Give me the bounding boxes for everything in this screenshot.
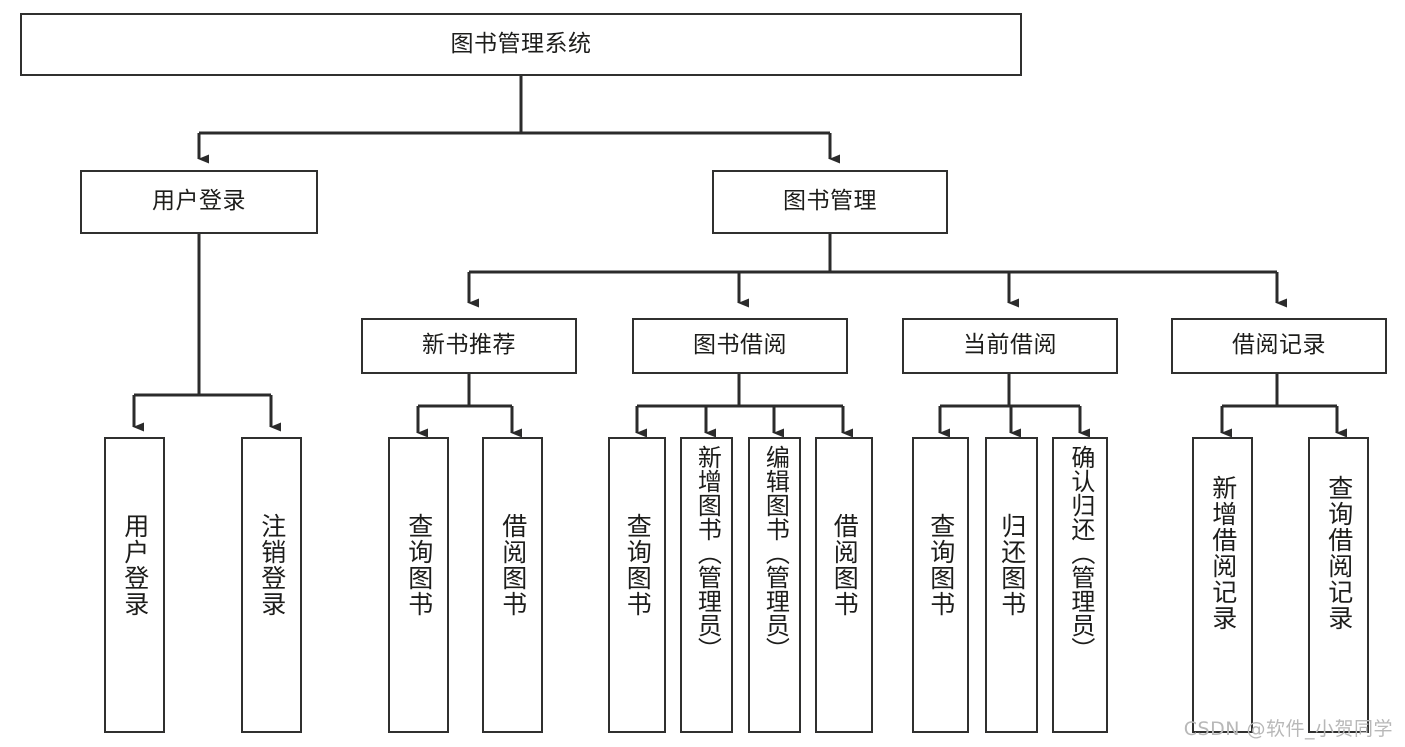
watermark-text: CSDN @软件_小贺同学	[1183, 718, 1393, 740]
node-new-book-recommend[interactable]: 新书推荐	[361, 318, 577, 374]
node-label: 用户登录	[152, 188, 246, 215]
node-label: 确认归还（管理员）	[1066, 445, 1095, 661]
node-label: 编辑图书（管理员）	[761, 445, 790, 661]
node-leaf-logout-login[interactable]: 注销登录	[241, 437, 302, 733]
node-label: 归还图书	[997, 513, 1027, 617]
node-label: 图书管理	[783, 188, 877, 215]
node-current-borrow[interactable]: 当前借阅	[902, 318, 1118, 374]
node-label: 借阅图书	[498, 513, 528, 617]
node-user-login[interactable]: 用户登录	[80, 170, 318, 234]
node-leaf-borrow-book-1[interactable]: 借阅图书	[482, 437, 543, 733]
node-leaf-add-book[interactable]: 新增图书（管理员）	[680, 437, 733, 733]
node-root-book-management-system[interactable]: 图书管理系统	[20, 13, 1022, 76]
node-label: 查询图书	[623, 513, 653, 617]
node-label: 借阅图书	[830, 513, 860, 617]
node-leaf-query-record[interactable]: 查询借阅记录	[1308, 437, 1369, 733]
node-leaf-borrow-book-2[interactable]: 借阅图书	[815, 437, 873, 733]
node-leaf-return-book[interactable]: 归还图书	[985, 437, 1038, 733]
node-leaf-user-login[interactable]: 用户登录	[104, 437, 165, 733]
node-label: 注销登录	[257, 513, 287, 617]
node-label: 图书管理系统	[450, 30, 592, 57]
node-label: 借阅记录	[1232, 332, 1326, 359]
node-label: 用户登录	[120, 513, 150, 617]
node-leaf-query-book-2[interactable]: 查询图书	[608, 437, 666, 733]
node-label: 查询图书	[404, 513, 434, 617]
node-leaf-add-record[interactable]: 新增借阅记录	[1192, 437, 1253, 733]
node-label: 当前借阅	[963, 332, 1057, 359]
node-label: 查询图书	[926, 513, 956, 617]
node-leaf-confirm-return[interactable]: 确认归还（管理员）	[1052, 437, 1108, 733]
node-book-management[interactable]: 图书管理	[712, 170, 948, 234]
node-book-borrow[interactable]: 图书借阅	[632, 318, 848, 374]
node-label: 新书推荐	[422, 332, 516, 359]
node-label: 查询借阅记录	[1324, 475, 1354, 631]
node-leaf-edit-book[interactable]: 编辑图书（管理员）	[748, 437, 801, 733]
node-label: 图书借阅	[693, 332, 787, 359]
node-leaf-query-book-3[interactable]: 查询图书	[912, 437, 969, 733]
node-leaf-query-book-1[interactable]: 查询图书	[388, 437, 449, 733]
node-label: 新增图书（管理员）	[693, 445, 722, 661]
node-borrow-record[interactable]: 借阅记录	[1171, 318, 1387, 374]
node-label: 新增借阅记录	[1208, 475, 1238, 631]
